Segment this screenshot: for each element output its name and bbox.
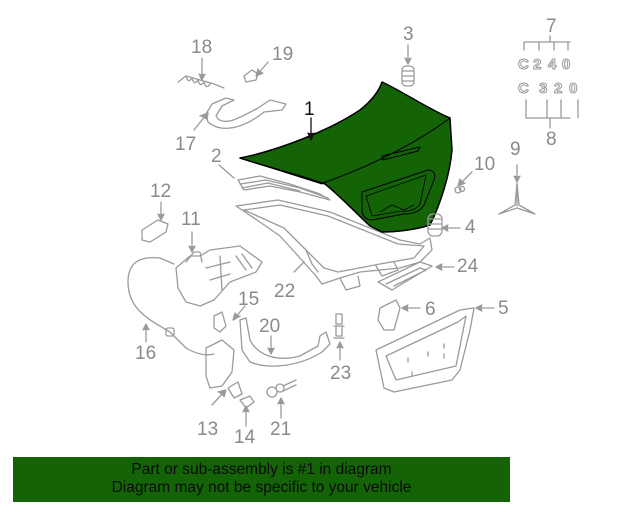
callout-16[interactable]: 16 [135,343,157,364]
svg-text:4: 4 [548,56,557,73]
svg-text:0: 0 [569,80,577,97]
handle-bracket-part-13 [205,339,243,399]
svg-text:0: 0 [562,56,570,73]
sensor-part-15 [213,311,227,333]
bumper-part-4 [427,213,443,237]
callout-4[interactable]: 4 [465,217,476,238]
clip-part-10 [454,185,466,194]
callout-14[interactable]: 14 [234,427,256,448]
svg-text:C: C [518,80,529,97]
callout-19[interactable]: 19 [272,44,294,65]
prop-rod-part-17 [205,97,287,129]
callout-22[interactable]: 22 [274,281,296,302]
callout-12[interactable]: 12 [150,181,172,202]
callout-2[interactable]: 2 [211,146,222,167]
weatherstrip-part-2 [237,175,331,201]
svg-text:C: C [518,56,529,73]
svg-text:2: 2 [533,56,541,73]
badge-bracket-7 [523,35,571,51]
callout-7[interactable]: 7 [546,16,557,37]
release-cable-part-16 [127,256,215,356]
trim-bracket-part-20 [239,317,331,367]
callout-6[interactable]: 6 [425,299,436,320]
license-plate-mount-part-5 [375,307,475,393]
callout-1[interactable]: 1 [304,99,315,120]
badge-bracket-8 [525,99,579,129]
callout-24[interactable]: 24 [457,256,479,277]
callout-13[interactable]: 13 [197,419,219,440]
clip-part-14 [239,395,255,409]
switch-part-12 [141,219,169,243]
trunk-frame-part-22 [235,199,433,291]
callout-18[interactable]: 18 [191,37,213,58]
diagram-notice-banner: Part or sub-assembly is #1 in diagram Di… [13,457,510,502]
callout-15[interactable]: 15 [238,289,260,310]
callout-23[interactable]: 23 [330,363,352,384]
spring-part-18 [177,75,225,89]
lamp-lens-part-6 [377,299,401,331]
svg-text:3: 3 [539,80,547,97]
callout-arrows [142,44,521,427]
callout-21[interactable]: 21 [270,419,292,440]
callout-10[interactable]: 10 [474,154,496,175]
bumper-part-3 [401,65,415,87]
callout-11[interactable]: 11 [181,209,201,230]
callout-20[interactable]: 20 [259,316,281,337]
callout-17[interactable]: 17 [175,134,197,155]
svg-text:2: 2 [554,80,562,97]
handle-part-24 [377,261,433,291]
lock-actuator-part-11 [175,245,263,307]
callout-9[interactable]: 9 [510,139,521,160]
callout-8[interactable]: 8 [546,129,557,150]
trunk-lid-part-1 [239,81,453,233]
callout-3[interactable]: 3 [403,24,414,45]
clip-part-19 [243,69,259,83]
screw-part-21 [266,379,297,398]
banner-line-disclaimer: Diagram may not be specific to your vehi… [111,479,412,496]
banner-line-part-number: Part or sub-assembly is #1 in diagram [131,461,392,478]
push-pin-part-23 [333,313,345,339]
star-emblem-part-9 [498,182,536,215]
callout-5[interactable]: 5 [498,298,509,319]
